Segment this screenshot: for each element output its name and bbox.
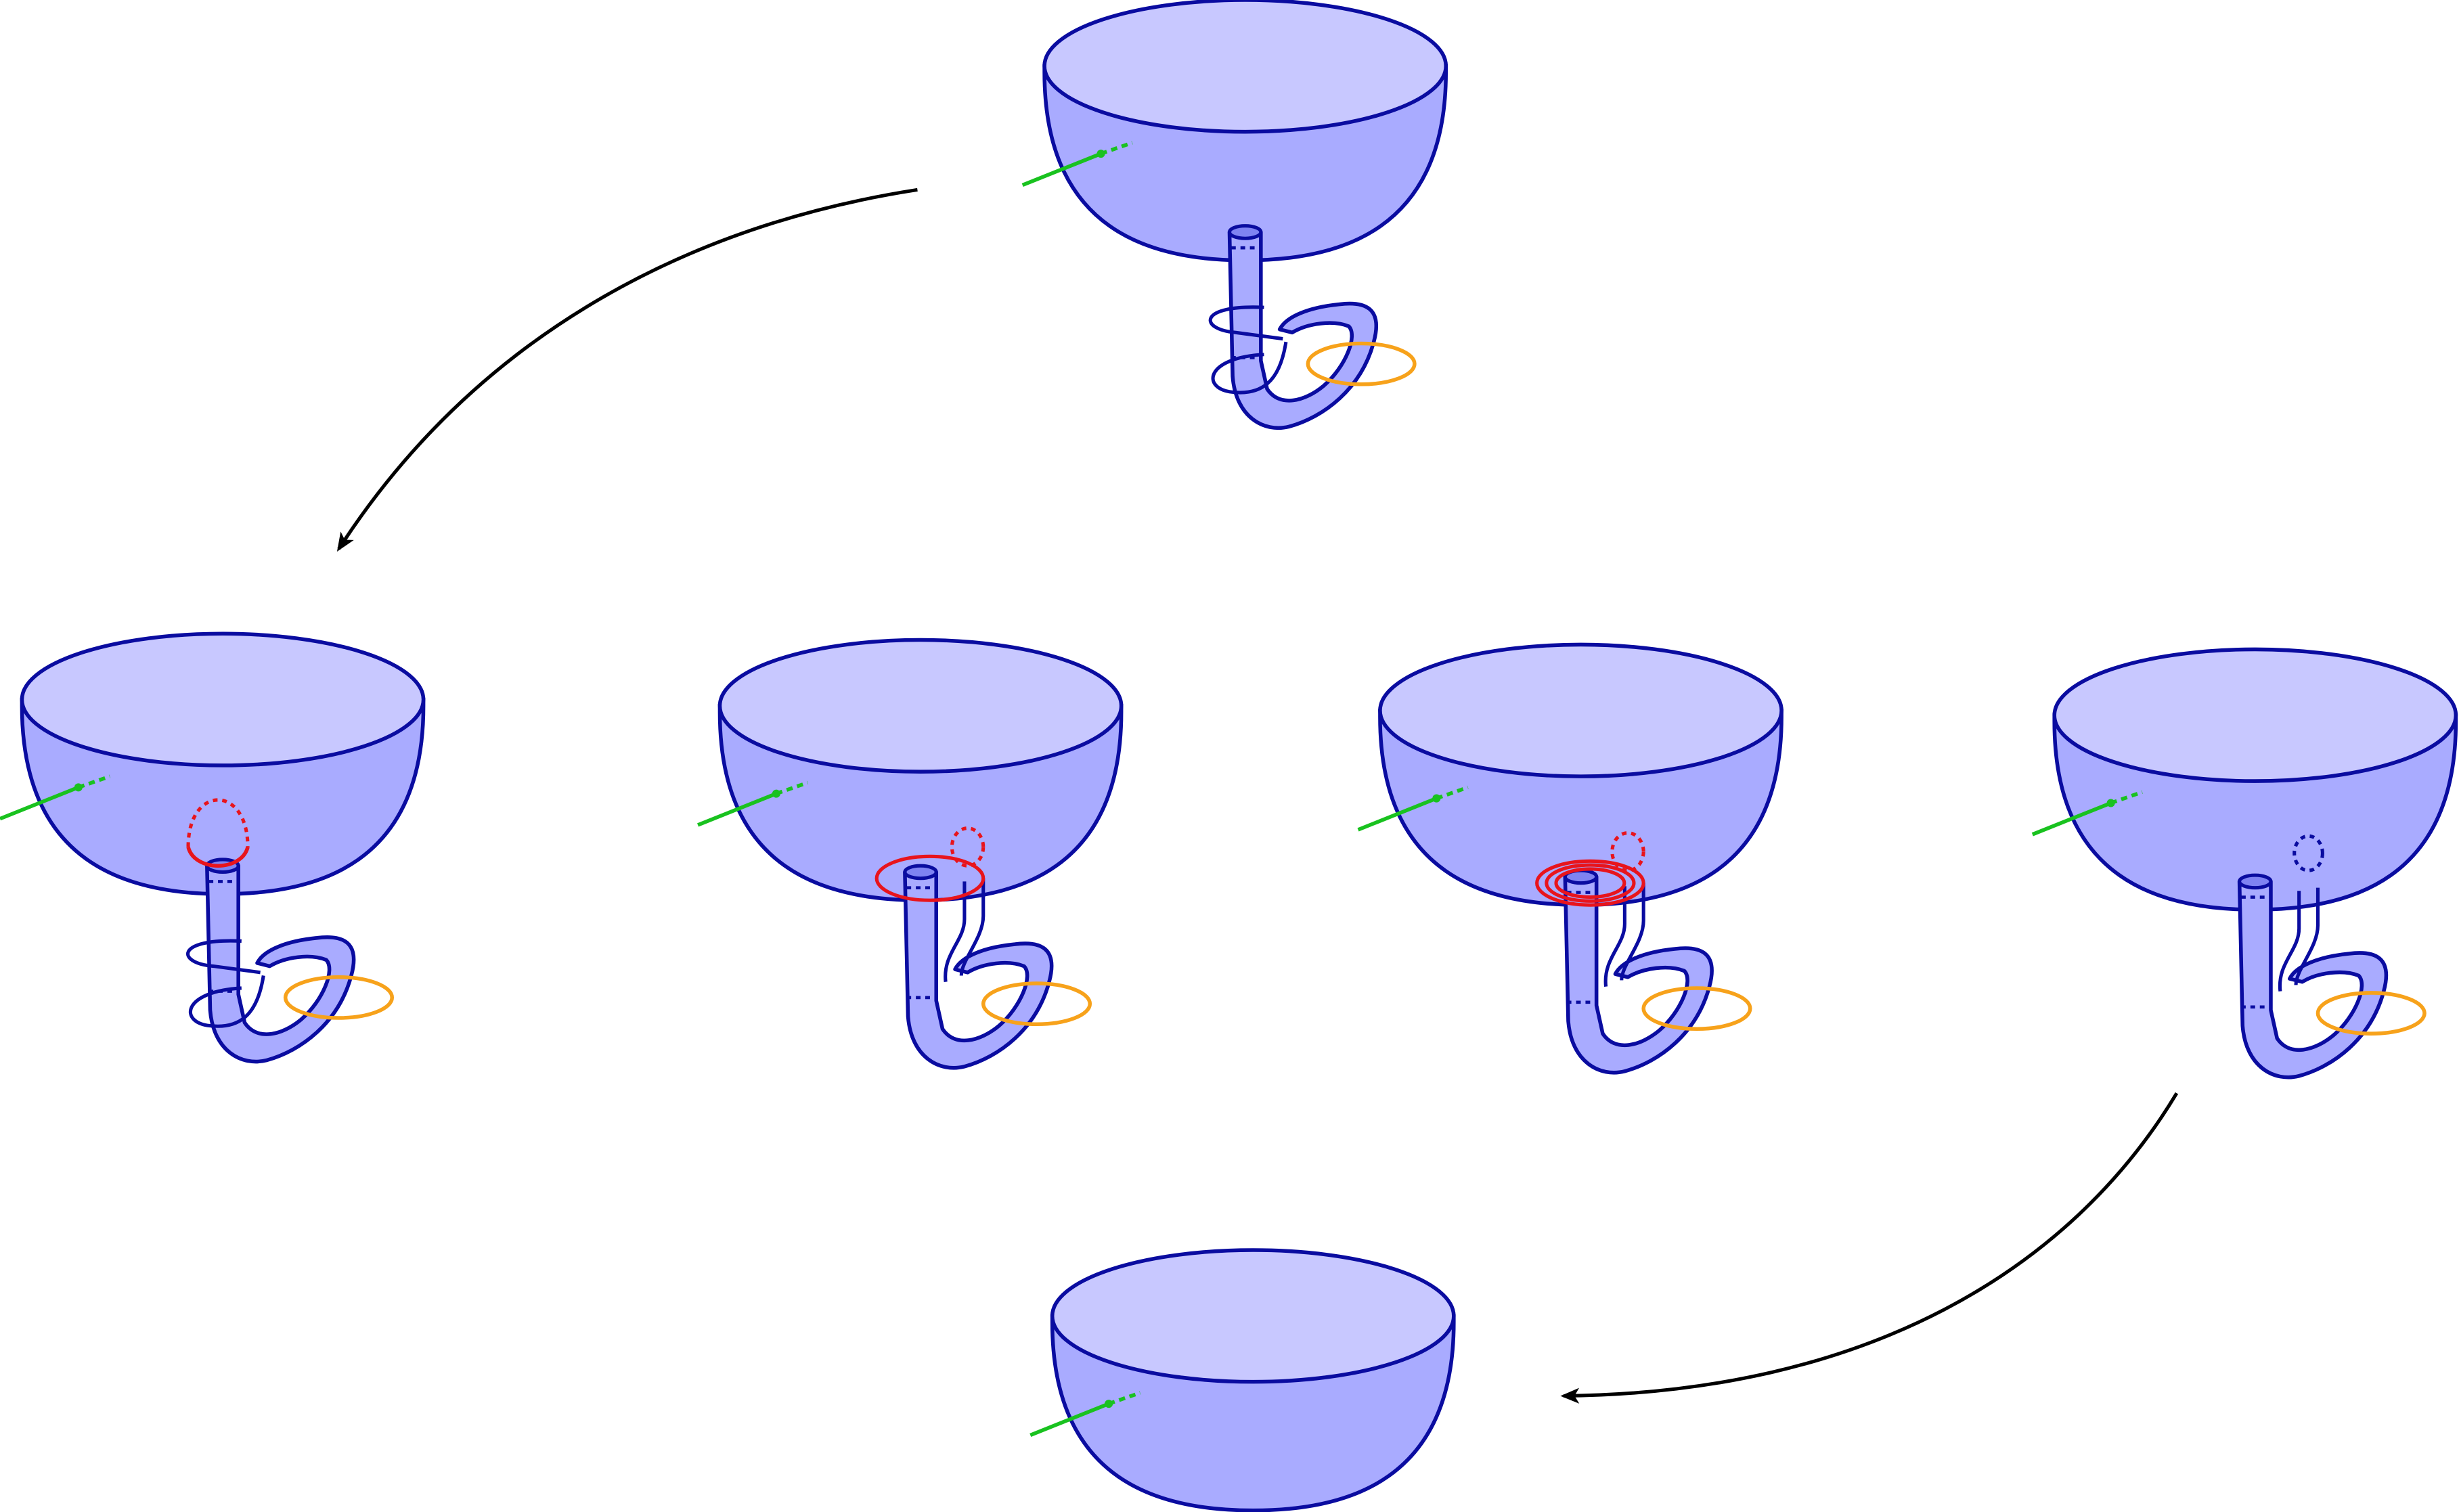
orange-loop <box>2316 991 2427 1036</box>
orange-loop <box>283 975 395 1020</box>
bowl-rim <box>2052 647 2458 783</box>
arrow-top-to-middle <box>336 187 918 552</box>
blue-dotted-loop <box>2292 834 2324 872</box>
tube-body <box>1563 874 1714 1075</box>
orange-loop <box>981 981 1092 1027</box>
tube-body <box>2237 879 2389 1080</box>
red-nested-loop <box>1554 867 1626 899</box>
bowl-rim <box>1378 642 1784 778</box>
side-strand <box>1603 883 1645 987</box>
green-arc-solid <box>2031 801 2112 837</box>
red-solid-arc <box>186 846 250 868</box>
side-strand <box>944 878 985 982</box>
green-arc-point <box>772 789 780 798</box>
arrow-middle-to-bottom <box>1560 1092 2179 1404</box>
green-arc-point <box>74 783 83 792</box>
tube-body <box>1227 230 1379 430</box>
panel-middle-1 <box>0 631 426 1064</box>
green-arc-point <box>1096 150 1105 158</box>
side-strand <box>2278 887 2320 992</box>
green-arc-solid <box>1021 152 1102 187</box>
bowl-rim <box>1042 0 1448 134</box>
green-arc-solid <box>697 792 777 827</box>
green-arc-dashed <box>1436 785 1469 801</box>
green-arc-dashed <box>1100 141 1133 156</box>
bowl-rim <box>717 638 1124 774</box>
bowl-rim <box>20 631 426 768</box>
knot-strand <box>186 939 265 1028</box>
green-arc-point <box>1432 794 1441 803</box>
green-arc-dashed <box>1108 1391 1141 1406</box>
tube-cap <box>2238 873 2273 890</box>
tube-body <box>903 870 1054 1070</box>
panel-top <box>1021 0 1448 430</box>
tube-body <box>205 864 356 1064</box>
tube-cap <box>1227 224 1263 240</box>
red-nested-loop <box>1535 859 1645 907</box>
green-arc-solid <box>1357 796 1438 832</box>
knot-strand <box>1208 305 1288 395</box>
panel-middle-2 <box>697 638 1124 1070</box>
arrows-layer <box>336 187 2179 1404</box>
red-dotted-loop <box>1610 831 1645 872</box>
green-arc-point <box>2106 799 2115 807</box>
red-nested-loop <box>1545 863 1636 903</box>
green-arc-solid <box>1029 1402 1110 1438</box>
orange-loop <box>1641 986 1752 1031</box>
green-arc-dashed <box>775 780 809 796</box>
red-dotted-arc <box>186 798 250 847</box>
green-arc-point <box>1105 1400 1113 1408</box>
red-dotted-loop <box>950 826 985 868</box>
tube-cap <box>903 864 938 881</box>
panel-middle-3 <box>1357 642 1784 1075</box>
green-arc-dashed <box>2110 790 2143 805</box>
panel-middle-4 <box>2031 647 2458 1080</box>
green-arc-solid <box>0 785 79 821</box>
red-nested-loop <box>874 854 985 902</box>
orange-loop <box>1306 341 1417 386</box>
green-arc-dashed <box>77 774 111 789</box>
panel-bottom <box>1029 1248 1456 1512</box>
bowl-rim <box>1050 1248 1456 1384</box>
